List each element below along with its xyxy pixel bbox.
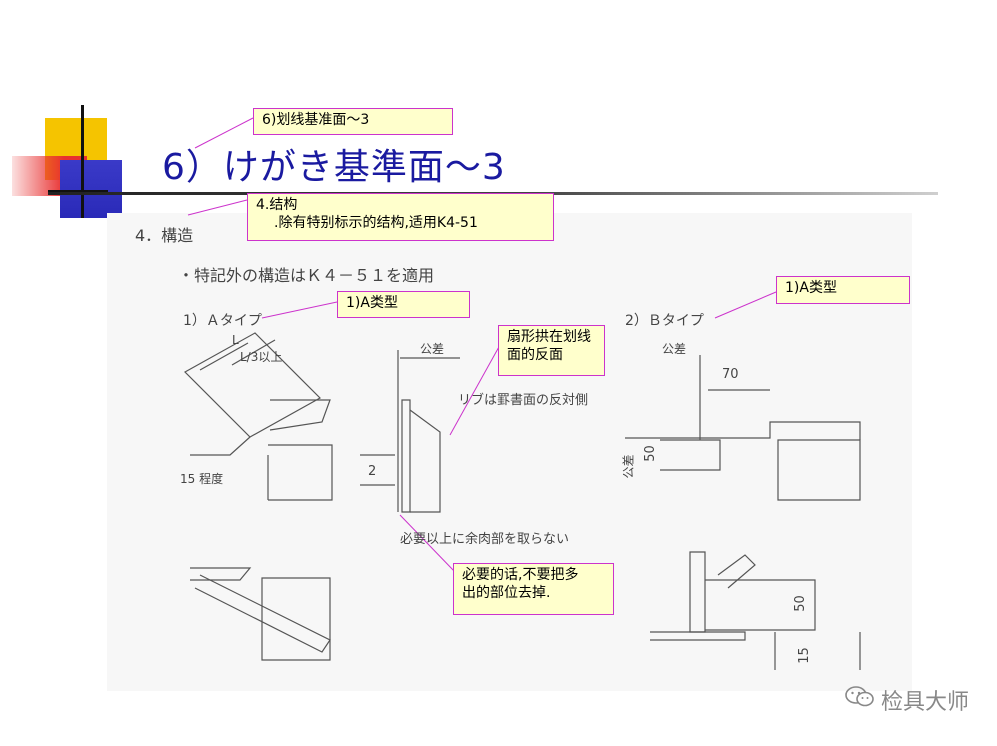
b-lower-base — [650, 631, 746, 641]
lower-block — [261, 577, 331, 661]
dim-l-third: L/3以上 — [240, 350, 283, 364]
leader-title — [194, 117, 254, 149]
watermark: 检具大师 — [845, 684, 969, 716]
trim-note: 必要以上に余肉部を取らない — [400, 532, 570, 547]
dim-15: 15 程度 — [180, 472, 224, 486]
b-type-plate — [625, 421, 861, 440]
leader-structure — [187, 199, 248, 216]
leader-trim — [399, 514, 456, 573]
dim-l: L — [232, 333, 239, 347]
a-type-block — [268, 444, 333, 501]
section-heading: 4．構造 — [135, 226, 194, 245]
callout-a-type-left-text: 1)A类型 — [346, 295, 398, 311]
callout-rib-note-line1: 扇形拱在划线 — [507, 329, 591, 345]
callout-structure-line2: .除有特别标示的结构,适用K4-51 — [274, 215, 478, 231]
a-type-arrow-plate — [269, 399, 331, 431]
leader-a-type-right — [714, 291, 777, 319]
callout-trim-note-line2: 出的部位去掉. — [462, 585, 551, 601]
rib-wedge — [409, 409, 441, 513]
callout-a-type-right-text: 1)A类型 — [785, 280, 837, 296]
rib-post — [401, 399, 411, 513]
tolerance-label-2: 公差 — [662, 342, 687, 356]
tolerance-vertical: 公差 — [621, 454, 636, 479]
callout-structure: 4.结构 .除有特别标示的结构,适用K4-51 — [247, 193, 554, 241]
callout-title-note-text: 6)划线基准面～3 — [262, 112, 370, 128]
callout-a-type-right: 1)A类型 — [776, 276, 910, 304]
rib-note: リブは罫書面の反対側 — [458, 393, 589, 408]
deco-horizontal-line — [48, 190, 108, 193]
dim-50-top: 50 — [642, 445, 658, 462]
callout-trim-note: 必要的话,不要把多 出的部位去掉. — [453, 563, 614, 615]
dim-15-bottom: 15 — [796, 647, 812, 664]
lower-tilted-bar — [194, 574, 331, 653]
watermark-text: 检具大师 — [880, 690, 969, 715]
wechat-icon — [845, 685, 875, 715]
b-lower-plate — [705, 579, 816, 631]
b-type-block — [777, 439, 861, 501]
dim-70: 70 — [722, 367, 739, 382]
a-type-label: 1）Ａタイプ — [183, 313, 262, 329]
spec-note: ・特記外の構造はＫ４－５１を適用 — [178, 266, 435, 285]
slide-title: 6）けがき基準面～3 — [162, 147, 506, 188]
a-type-base-left — [190, 436, 251, 456]
leader-a-type-left — [261, 301, 338, 319]
dim-50-bottom: 50 — [792, 595, 808, 612]
deco-vertical-line — [81, 105, 84, 218]
callout-structure-line1: 4.结构 — [256, 197, 298, 213]
dim-2: 2 — [368, 464, 377, 479]
callout-title-note: 6)划线基准面～3 — [253, 108, 453, 135]
tolerance-label-1: 公差 — [420, 342, 445, 356]
leader-rib — [449, 344, 501, 436]
b-lower-post — [689, 551, 706, 633]
b-lower-tilted — [717, 554, 756, 589]
deco-blue-block — [60, 160, 122, 218]
callout-rib-note-line2: 面的反面 — [507, 347, 563, 363]
b-type-clamp — [660, 439, 721, 471]
lower-clamp — [190, 567, 252, 581]
a-type-tilted-bar — [184, 332, 321, 438]
callout-a-type-left: 1)A类型 — [337, 291, 470, 318]
b-type-label: 2）Ｂタイプ — [625, 313, 704, 329]
callout-rib-note: 扇形拱在划线 面的反面 — [498, 325, 605, 376]
callout-trim-note-line1: 必要的话,不要把多 — [462, 567, 579, 583]
